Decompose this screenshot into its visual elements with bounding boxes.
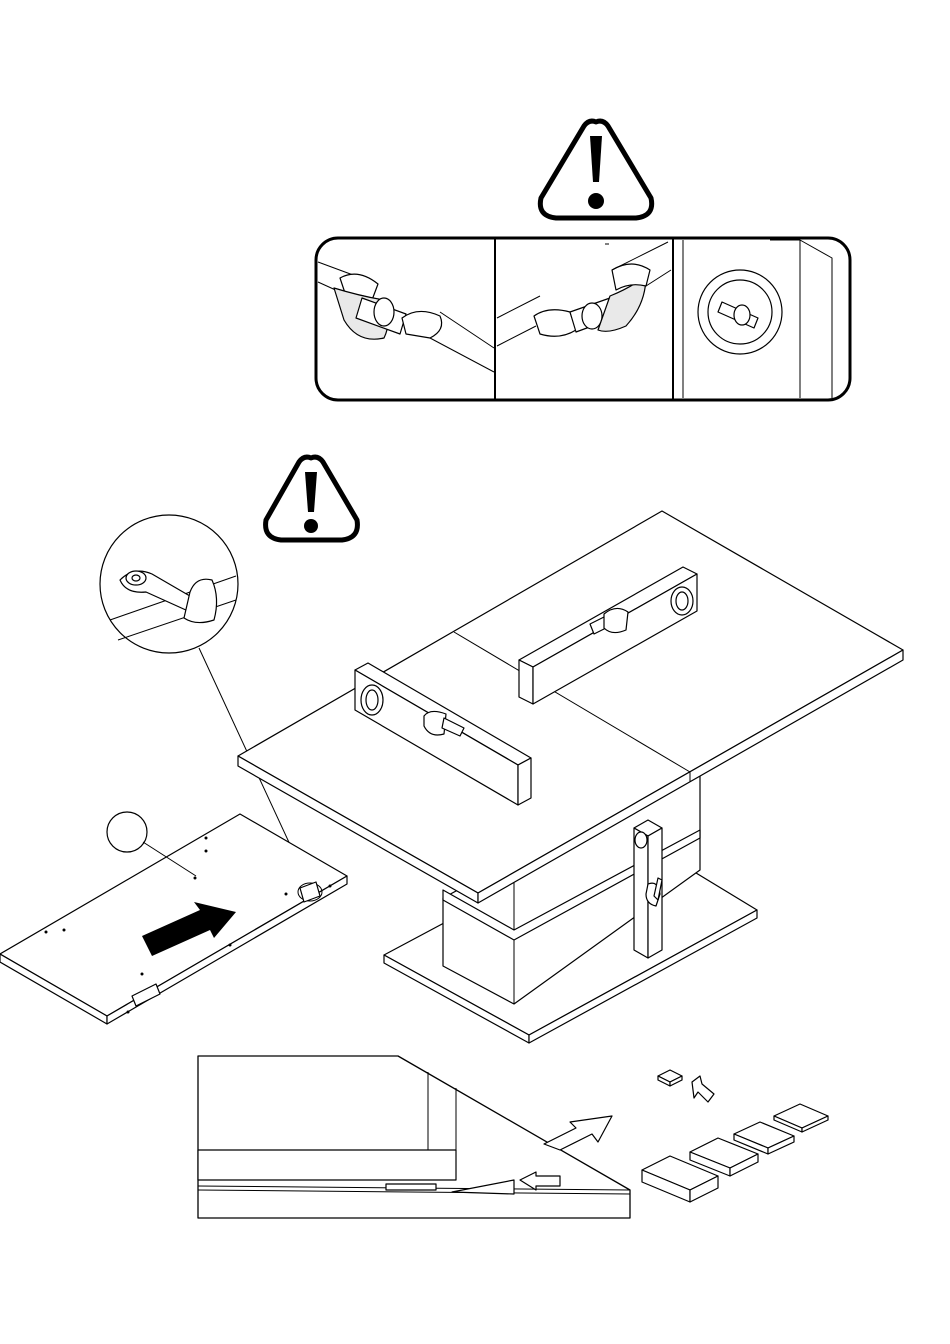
- spirit-level-3: [634, 820, 662, 958]
- extension-leaf: [0, 812, 347, 1024]
- level-detail-circular: [683, 240, 832, 398]
- lift-arrow: [544, 1116, 612, 1150]
- place-arrow: [692, 1076, 714, 1102]
- part-number-circle: [107, 812, 147, 852]
- warning-icon-middle: [266, 457, 358, 540]
- table-assembly: [238, 511, 903, 1043]
- level-detail-left: [318, 262, 494, 372]
- insert-arrow: [520, 1172, 560, 1190]
- base-shim-detail: [198, 1056, 630, 1218]
- level-detail-panels: [316, 238, 850, 400]
- warning-icon-top: [540, 121, 651, 218]
- shim-set: [642, 1070, 828, 1202]
- level-detail-right: [497, 242, 671, 346]
